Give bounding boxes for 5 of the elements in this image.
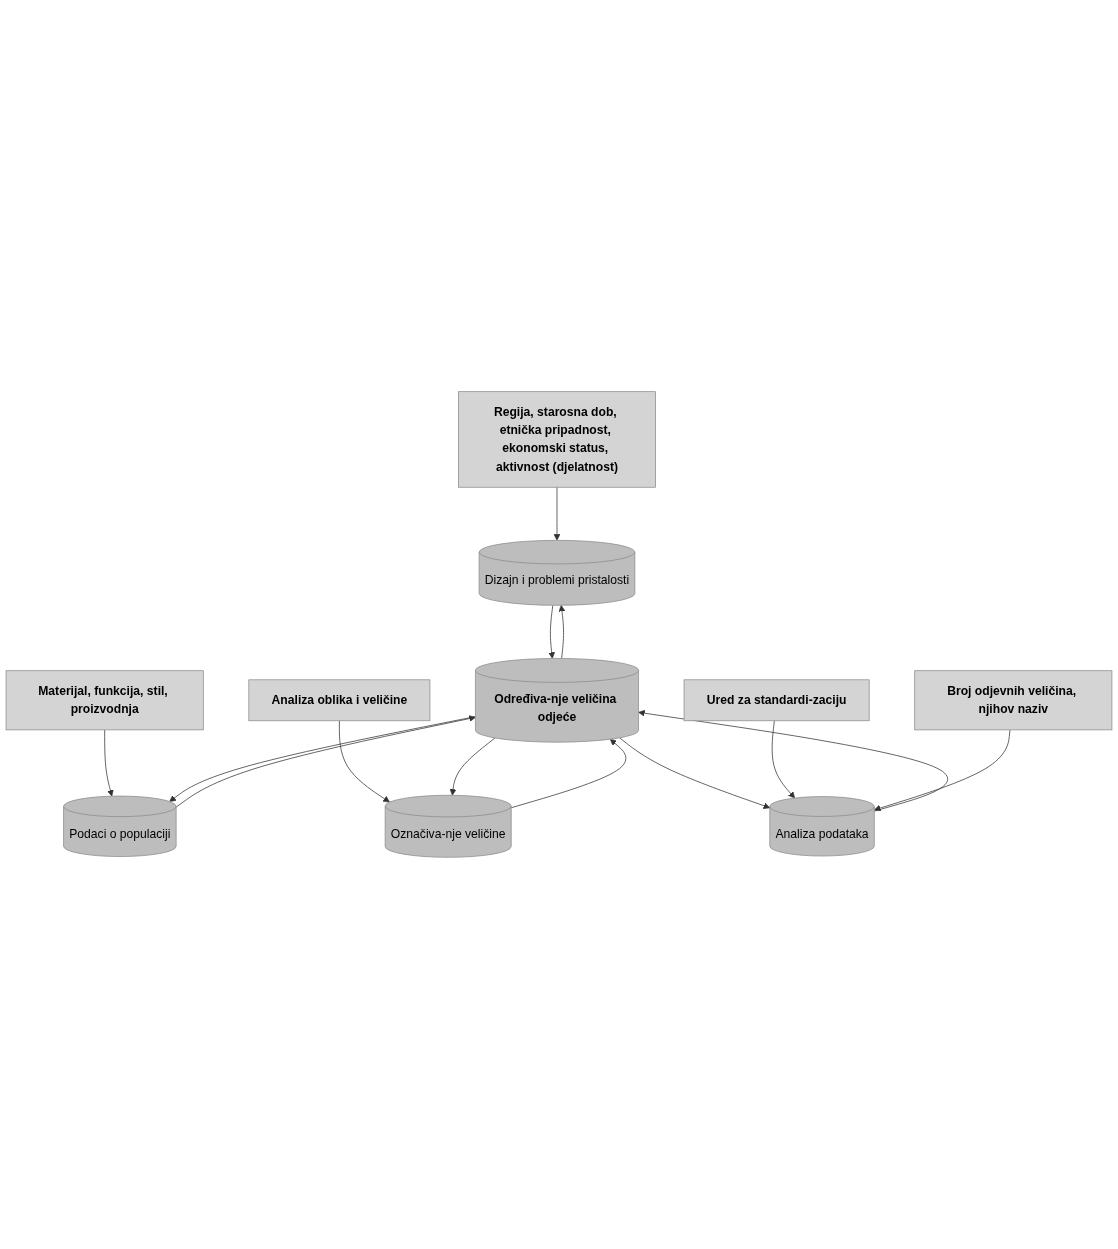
node-box: Broj odjevnih veličina, njihov naziv: [914, 670, 1113, 731]
node-box: Materijal, funkcija, stil, proizvodnja: [5, 670, 204, 731]
node-box: Regija, starosna dob, etnička pripadnost, ekonomski status, aktivnost (djelatnost): [458, 391, 656, 488]
node-box: Analiza oblika i veličine: [248, 679, 431, 722]
node-box: Ured za standardi-zaciju: [683, 679, 870, 722]
